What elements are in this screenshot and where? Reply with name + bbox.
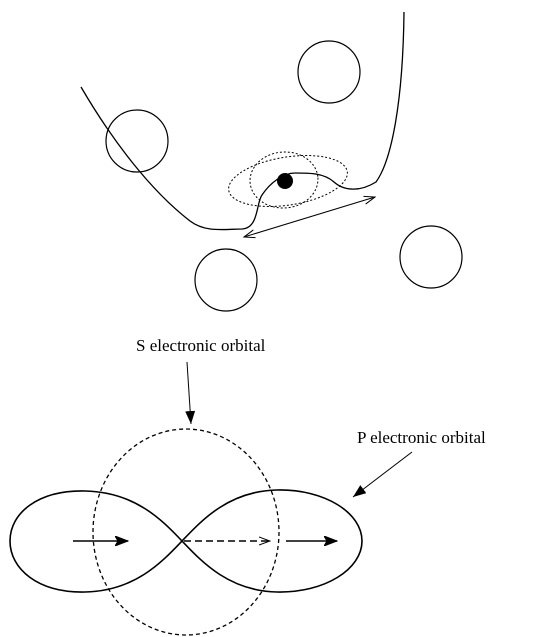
- atom-circle-top: [297, 40, 361, 104]
- p-orbital-pointer-arrow: [352, 451, 413, 498]
- p-orbital-left-lobe: [9, 490, 184, 593]
- orbital-illustration: S electronic orbital P electronic orbita…: [9, 336, 486, 636]
- s-orbital-dashed-ellipse: [92, 428, 280, 636]
- s-orbital-pointer-arrow: [185, 361, 196, 425]
- atom-circle-left: [105, 109, 169, 173]
- electron-dot: [277, 173, 293, 189]
- p-orbital-right-lobe: [180, 489, 363, 593]
- atom-circle-right: [399, 225, 463, 289]
- potential-well-curve: [80, 11, 405, 231]
- p-orbital-label: P electronic orbital: [357, 428, 486, 447]
- potential-well-scene: [80, 11, 463, 312]
- oscillation-double-arrow: [244, 197, 375, 237]
- s-orbital-label: S electronic orbital: [136, 336, 266, 355]
- atom-circle-bottom: [194, 248, 258, 312]
